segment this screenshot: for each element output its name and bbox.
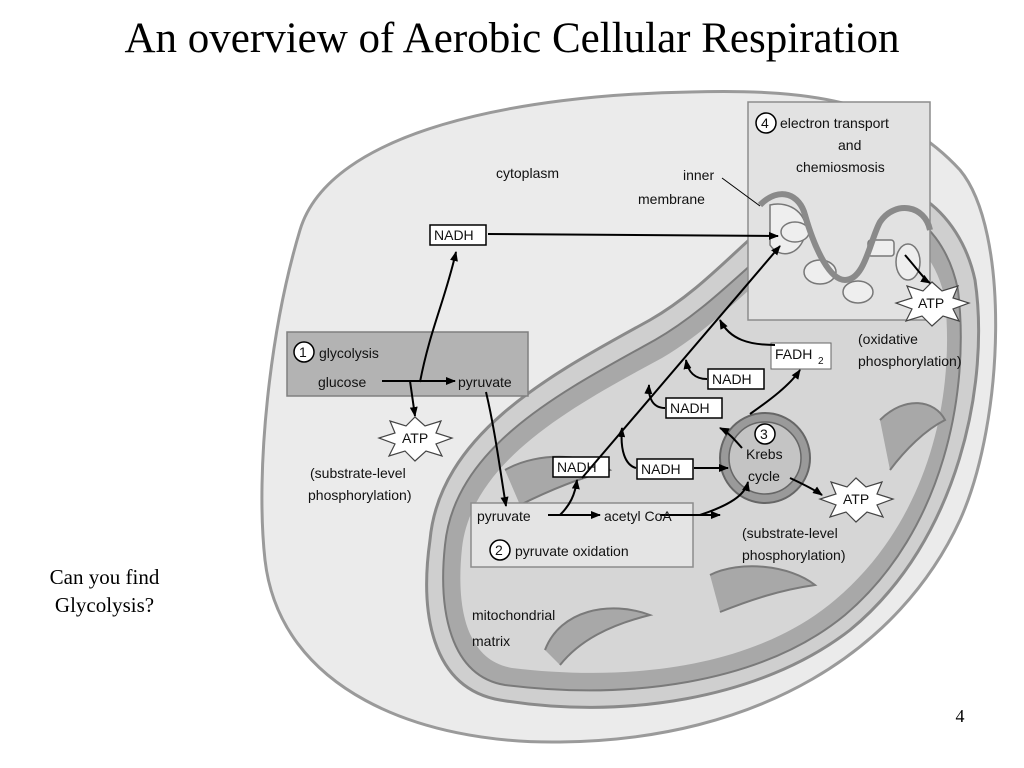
crista-3 [879, 402, 947, 471]
inner-membrane-pointer [721, 177, 761, 207]
nadh-2-label: NADH [670, 400, 710, 416]
etc-label-2: and [838, 137, 861, 153]
stage-2-number: 2 [495, 542, 503, 558]
stage-3-number: 3 [760, 426, 768, 442]
etc-label-3: chemiosmosis [796, 159, 885, 175]
substrate-level-note-a1: (substrate-level [310, 465, 406, 481]
question-line-2: Glycolysis? [54, 593, 155, 617]
krebs-label-2: cycle [748, 468, 780, 484]
matrix-label-1: mitochondrial [472, 607, 555, 623]
glycolysis-box [286, 331, 529, 397]
krebs-label-1: Krebs [746, 446, 783, 462]
nadh-4-label: NADH [557, 459, 597, 475]
stage-4-number: 4 [761, 115, 769, 131]
glucose-label: glucose [318, 374, 366, 390]
atp-star-krebs [818, 477, 895, 523]
nadh-box-2 [665, 397, 723, 419]
krebs-cycle-inner [728, 421, 802, 495]
atp-label-krebs: ATP [843, 491, 869, 507]
oxidative-note-1: (oxidative [858, 331, 918, 347]
inner-membrane-label-2: membrane [638, 191, 705, 207]
nadh-box-top [429, 224, 487, 246]
pathway-arrows [382, 231, 931, 519]
nadh-3-label: NADH [641, 461, 681, 477]
cytoplasm-label: cytoplasm [496, 165, 559, 181]
pyruvate-label-1: pyruvate [458, 374, 512, 390]
atp-label-glycolysis: ATP [402, 430, 428, 446]
substrate-level-note-a2: phosphorylation) [308, 487, 412, 503]
stage-2-circle [489, 539, 511, 561]
fadh2-box [770, 342, 832, 370]
pyruvate-oxidation-label: pyruvate oxidation [515, 543, 629, 559]
fadh2-subscript: 2 [818, 356, 824, 367]
substrate-level-note-b1: (substrate-level [742, 525, 838, 541]
fadh2-label: FADH [775, 346, 812, 362]
stage-3-circle [754, 423, 776, 445]
crista-1 [544, 607, 654, 666]
stage-4-circle [755, 112, 777, 134]
etc-label-1: electron transport [780, 115, 889, 131]
oxidative-note-2: phosphorylation) [858, 353, 962, 369]
glycolysis-label: glycolysis [319, 345, 379, 361]
matrix-label-2: matrix [472, 633, 510, 649]
pyruvate-label-2: pyruvate [477, 508, 531, 524]
stage-1-circle [293, 341, 315, 363]
question-text: Can you find Glycolysis? [22, 563, 187, 619]
nadh-box-3 [636, 458, 694, 480]
nadh-1-label: NADH [712, 371, 752, 387]
membrane-fold [757, 191, 933, 284]
inner-membrane-label-1: inner [683, 167, 714, 183]
stage-1-number: 1 [299, 344, 307, 360]
substrate-level-note-b2: phosphorylation) [742, 547, 846, 563]
slide-title: An overview of Aerobic Cellular Respirat… [124, 15, 900, 62]
crista-2 [709, 565, 818, 613]
atp-label-oxidative: ATP [918, 295, 944, 311]
page-number: 4 [955, 706, 965, 726]
nadh-top-label: NADH [434, 227, 474, 243]
nadh-box-1 [707, 368, 765, 390]
question-line-1: Can you find [49, 565, 160, 589]
atp-star-oxidative [894, 281, 971, 327]
acetyl-coa-label: acetyl CoA [604, 508, 672, 524]
atp-star-glycolysis [377, 416, 454, 462]
